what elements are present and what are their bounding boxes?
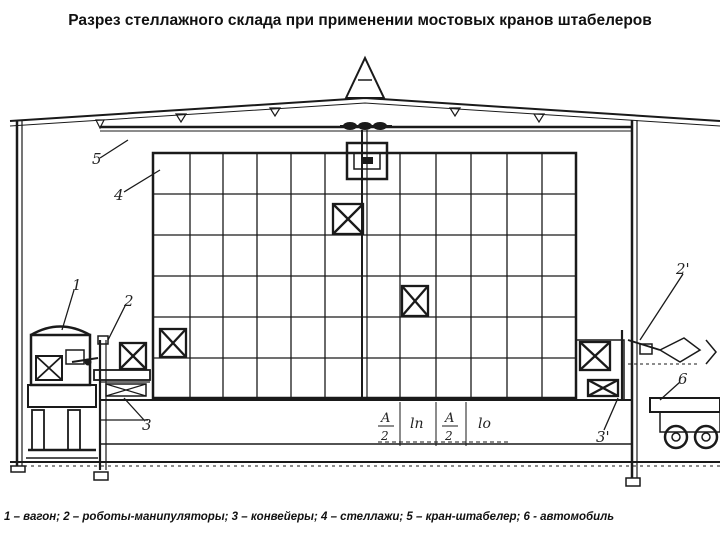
- dim-lo: lo: [478, 416, 491, 432]
- dim-a1: A: [380, 411, 390, 426]
- ground-line: [10, 461, 720, 467]
- label-3: 3: [142, 416, 152, 434]
- label-5: 5: [92, 150, 102, 168]
- diagram-title: Разрез стеллажного склада при применении…: [68, 12, 652, 29]
- crane-stacker: [340, 122, 392, 398]
- truck: [649, 397, 720, 450]
- floor-platform: [100, 399, 632, 445]
- label-3-prime: 3': [596, 428, 610, 446]
- warehouse-section-drawing: A 2 ln A 2 lo 5 4 1 2 3 2' 3' 6: [9, 55, 720, 487]
- cargo-crates: [118, 202, 620, 398]
- rail-wagon: [26, 325, 98, 459]
- roof-truss: [9, 55, 720, 132]
- dim-a1-denominator: 2: [380, 429, 389, 443]
- label-2-prime: 2': [675, 260, 690, 278]
- label-4: 4: [113, 186, 124, 204]
- building-columns: [10, 120, 641, 487]
- robot-manipulator-right: [575, 330, 717, 401]
- rack-structure: [151, 151, 578, 400]
- conveyor-left: [93, 369, 151, 397]
- label-1: 1: [72, 276, 82, 294]
- dim-a2-denominator: 2: [444, 429, 453, 443]
- legend-caption: 1 – вагон; 2 – роботы-манипуляторы; 3 – …: [4, 511, 615, 523]
- dimension-lines: [378, 402, 510, 446]
- leader-lines: [61, 139, 684, 431]
- dim-ln: ln: [410, 416, 424, 432]
- label-6: 6: [678, 370, 688, 388]
- label-2: 2: [123, 292, 134, 310]
- dim-a2: A: [444, 411, 454, 426]
- robot-manipulator-left: [71, 335, 109, 470]
